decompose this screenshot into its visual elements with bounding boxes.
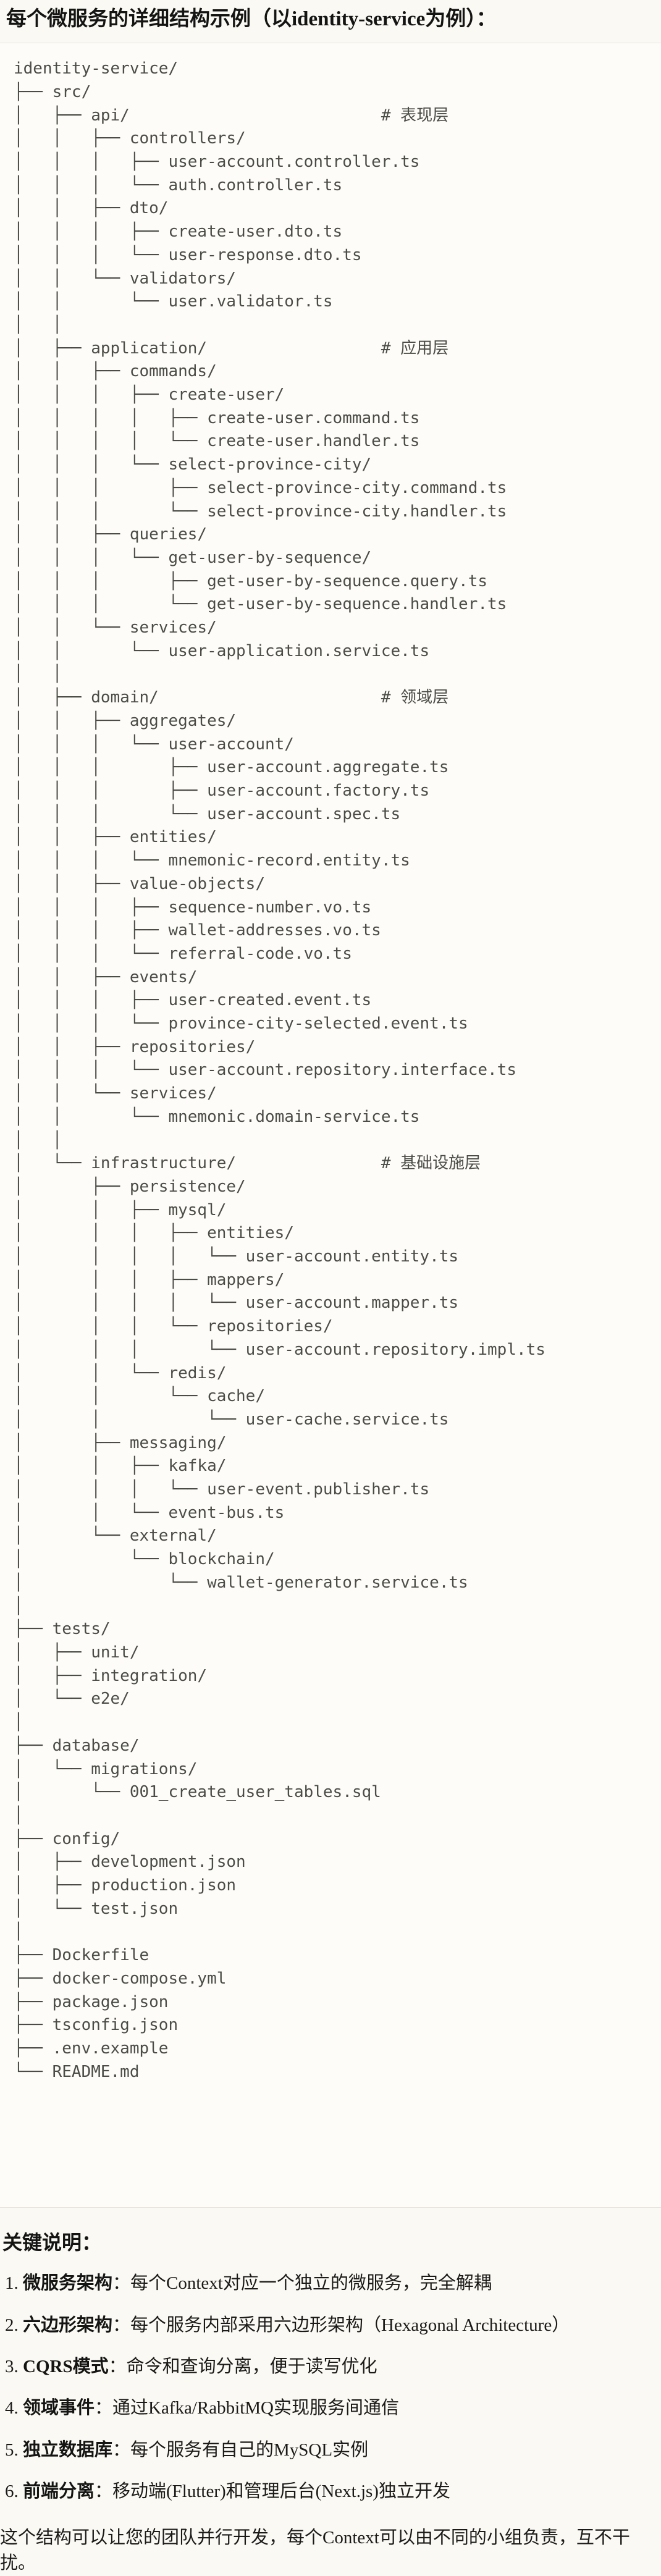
key-note-desc: ：通过Kafka/RabbitMQ实现服务间通信: [95, 2398, 399, 2418]
key-note-item: CQRS模式：命令和查询分离，便于读写优化: [5, 2357, 661, 2377]
key-notes-list: 微服务架构：每个Context对应一个独立的微服务，完全解耦 六边形架构：每个服…: [5, 2273, 661, 2502]
key-note-item: 前端分离：移动端(Flutter)和管理后台(Next.js)独立开发: [5, 2481, 661, 2502]
directory-tree-block: identity-service/ ├── src/ │ ├── api/ # …: [0, 43, 661, 2208]
key-note-term: CQRS模式: [23, 2357, 109, 2377]
key-note-desc: ：每个服务有自己的MySQL实例: [112, 2439, 369, 2460]
key-note-item: 独立数据库：每个服务有自己的MySQL实例: [5, 2440, 661, 2460]
key-note-desc: ：每个Context对应一个独立的微服务，完全解耦: [112, 2273, 492, 2294]
key-note-item: 领域事件：通过Kafka/RabbitMQ实现服务间通信: [5, 2398, 661, 2418]
directory-tree: identity-service/ ├── src/ │ ├── api/ # …: [14, 59, 545, 2081]
key-note-desc: ：移动端(Flutter)和管理后台(Next.js)独立开发: [95, 2481, 450, 2502]
key-note-term: 独立数据库: [23, 2439, 113, 2460]
key-note-term: 前端分离: [23, 2481, 95, 2502]
key-note-desc: ：每个服务内部采用六边形架构（Hexagonal Architecture）: [112, 2315, 570, 2335]
key-notes-heading: 关键说明：: [2, 2231, 102, 2254]
key-note-item: 六边形架构：每个服务内部采用六边形架构（Hexagonal Architectu…: [5, 2315, 661, 2336]
key-note-term: 领域事件: [23, 2398, 95, 2418]
key-note-item: 微服务架构：每个Context对应一个独立的微服务，完全解耦: [5, 2273, 661, 2294]
page: { "title": "每个微服务的详细结构示例（以identity-servi…: [0, 5, 661, 2573]
key-note-desc: ：命令和查询分离，便于读写优化: [108, 2357, 377, 2377]
closing-paragraph: 这个结构可以让您的团队并行开发，每个Context可以由不同的小组负责，互不干扰…: [0, 2528, 630, 2574]
key-note-term: 六边形架构: [23, 2315, 113, 2335]
key-note-term: 微服务架构: [23, 2273, 113, 2294]
page-title: 每个微服务的详细结构示例（以identity-service为例）：: [6, 8, 497, 30]
